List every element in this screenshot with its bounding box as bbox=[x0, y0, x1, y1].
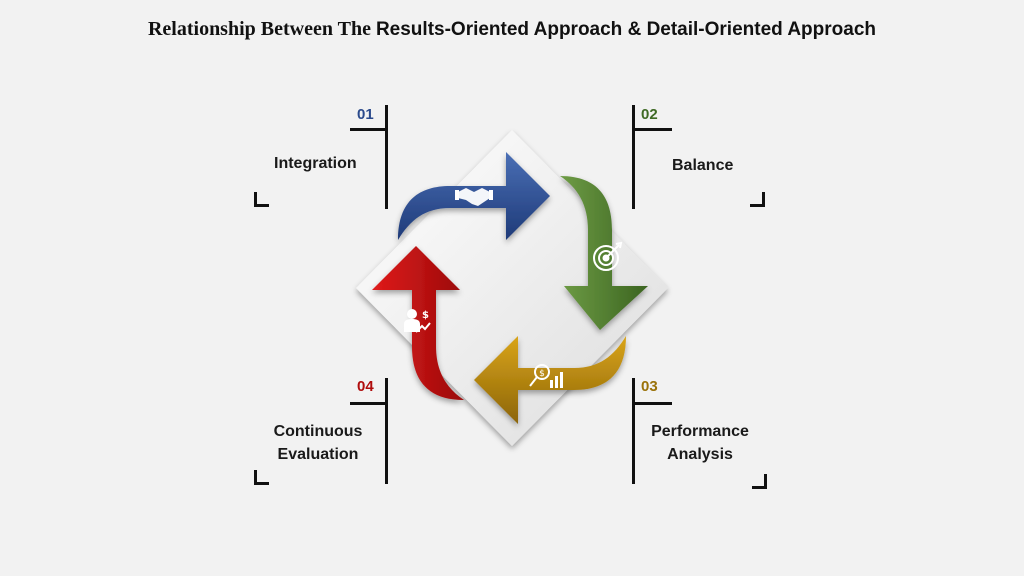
step-number-01: 01 bbox=[357, 106, 374, 123]
step-02-corner-bracket bbox=[750, 192, 765, 207]
step-label-line: Evaluation bbox=[277, 446, 359, 463]
step-02-underline bbox=[634, 128, 672, 131]
title-part-2: Results-Oriented Approach & Detail-Orien… bbox=[375, 19, 877, 40]
step-04-underline bbox=[350, 402, 388, 405]
arrow-balance bbox=[560, 176, 648, 330]
businessman-growth-icon: $ bbox=[404, 309, 431, 333]
svg-text:$: $ bbox=[539, 369, 545, 379]
step-01-underline bbox=[350, 128, 388, 131]
step-label-line: Performance bbox=[651, 423, 749, 440]
step-label-integration: Integration bbox=[274, 155, 357, 172]
step-label-line: Analysis bbox=[667, 446, 733, 463]
step-01-vertical-line bbox=[385, 105, 388, 209]
step-label-continuous-evaluation: Continuous Evaluation bbox=[268, 420, 368, 466]
step-03-vertical-line bbox=[632, 378, 635, 484]
handshake-icon bbox=[455, 188, 493, 206]
title-part-1: Relationship Between The bbox=[147, 18, 376, 40]
step-02-vertical-line bbox=[632, 105, 635, 209]
step-number-04: 04 bbox=[357, 378, 374, 395]
step-04-vertical-line bbox=[385, 378, 388, 484]
target-icon bbox=[593, 241, 623, 271]
step-number-02: 02 bbox=[641, 106, 658, 123]
step-04-corner-bracket bbox=[254, 470, 269, 485]
financial-analysis-icon: $ bbox=[529, 364, 563, 388]
page-title: Relationship Between The Results-Oriente… bbox=[0, 18, 1024, 41]
step-label-performance-analysis: Performance Analysis bbox=[648, 420, 752, 466]
step-number-03: 03 bbox=[641, 378, 658, 395]
step-03-underline bbox=[634, 402, 672, 405]
step-01-corner-bracket bbox=[254, 192, 269, 207]
step-03-corner-bracket bbox=[752, 474, 767, 489]
step-label-line: Continuous bbox=[273, 423, 363, 440]
svg-text:$: $ bbox=[422, 310, 429, 321]
step-label-balance: Balance bbox=[672, 157, 734, 174]
